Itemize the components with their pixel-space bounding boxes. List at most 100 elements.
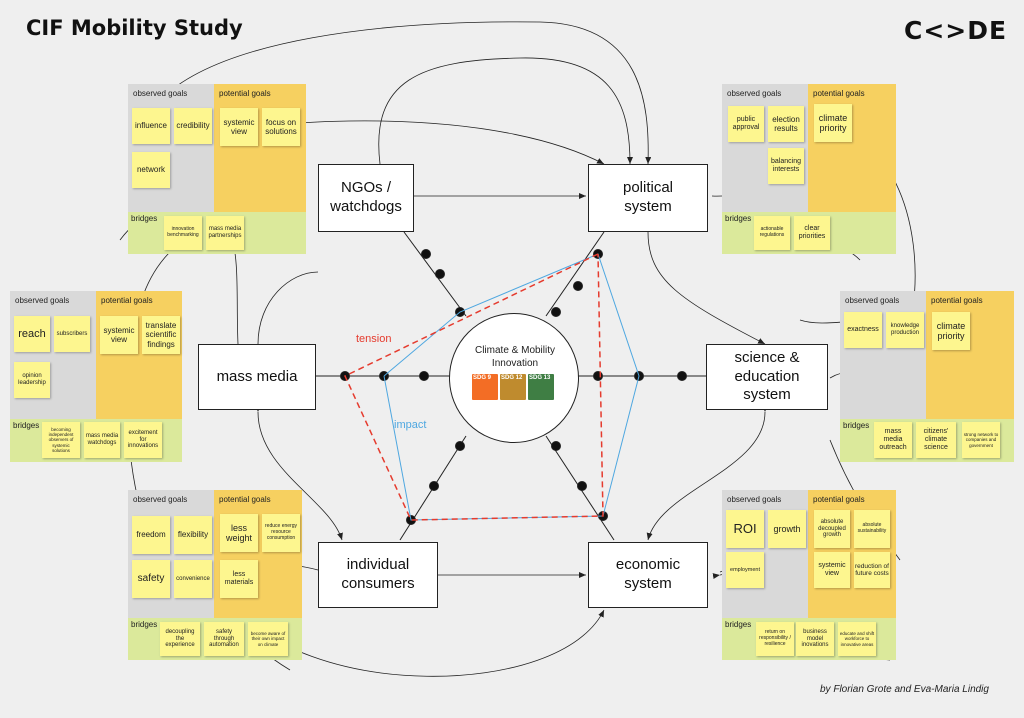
spoke-node bbox=[577, 481, 587, 491]
curve-science-economic bbox=[646, 404, 769, 541]
spoke-node bbox=[435, 269, 445, 279]
curve-political-science bbox=[644, 224, 766, 345]
potential-goals-label: potential goals bbox=[813, 89, 865, 98]
spoke-node bbox=[419, 371, 429, 381]
sticky-note: mass media partnerships bbox=[206, 216, 244, 250]
sticky-note: becoming independent observers of system… bbox=[42, 422, 80, 458]
potential-goals-label: potential goals bbox=[219, 495, 271, 504]
sticky-note: mass media outreach bbox=[874, 422, 912, 458]
sticky-note: safety bbox=[132, 560, 170, 598]
sticky-note: educate and shift workforce to innovativ… bbox=[838, 622, 876, 656]
observed-goals-label: observed goals bbox=[133, 495, 188, 504]
bridges-label: bridges bbox=[843, 421, 870, 430]
bridges-label: bridges bbox=[131, 214, 158, 223]
sticky-note: network bbox=[132, 152, 170, 188]
node-media[interactable]: mass media bbox=[198, 344, 316, 410]
sticky-note: focus on solutions bbox=[262, 108, 300, 146]
spoke-node bbox=[677, 371, 687, 381]
sticky-note: reduce energy resource consumption bbox=[262, 514, 300, 552]
sticky-note: public approval bbox=[728, 106, 764, 142]
potential-goals-label: potential goals bbox=[101, 296, 153, 305]
sticky-note: systemic view bbox=[100, 316, 138, 354]
curve-media-ngos bbox=[254, 271, 319, 352]
sticky-note: opinion leadership bbox=[14, 362, 50, 398]
spoke-node bbox=[551, 307, 561, 317]
sticky-note: climate priority bbox=[932, 312, 970, 350]
sticky-note: systemic view bbox=[814, 552, 850, 588]
node-science[interactable]: science & education system bbox=[706, 344, 828, 410]
sticky-note: exactness bbox=[844, 312, 882, 348]
sticky-note: freedom bbox=[132, 516, 170, 554]
sticky-note: convenience bbox=[174, 560, 212, 598]
page-title: CIF Mobility Study bbox=[26, 16, 243, 40]
sticky-note: return on responsibility / resilience bbox=[756, 622, 794, 656]
sticky-note: safety through automation bbox=[204, 622, 244, 656]
node-economic[interactable]: economic system bbox=[588, 542, 708, 608]
node-consumers[interactable]: individual consumers bbox=[318, 542, 438, 608]
sticky-note: climate priority bbox=[814, 104, 852, 142]
sticky-note: absolute decoupled growth bbox=[814, 510, 850, 548]
sticky-note: strong network to companies and governme… bbox=[962, 422, 1000, 458]
sticky-note: actionable regulations bbox=[754, 216, 790, 250]
observed-goals-label: observed goals bbox=[15, 296, 70, 305]
sticky-note: decoupling the experience bbox=[160, 622, 200, 656]
sdg-label: SDG 12 bbox=[501, 375, 523, 381]
code-logo: C<>DE bbox=[904, 16, 1008, 45]
arc-panel-to-political bbox=[159, 21, 652, 165]
potential-goals-label: potential goals bbox=[931, 296, 983, 305]
sticky-note: balancing interests bbox=[768, 148, 804, 184]
node-political[interactable]: political system bbox=[588, 164, 708, 232]
bridges-label: bridges bbox=[725, 214, 752, 223]
sdg-9-icon: SDG 9 bbox=[472, 374, 498, 400]
sdg-label: SDG 9 bbox=[473, 375, 492, 381]
bridges-label: bridges bbox=[725, 620, 752, 629]
sticky-note: translate scientific findings bbox=[142, 316, 180, 354]
sticky-note: election results bbox=[768, 106, 804, 142]
sticky-note: citizens' climate science bbox=[916, 422, 956, 458]
sticky-note: flexibility bbox=[174, 516, 212, 554]
sticky-note: reach bbox=[14, 316, 50, 352]
arc-ngos-political-top bbox=[377, 57, 633, 172]
sticky-note: employment bbox=[726, 552, 764, 588]
sdg-13-icon: SDG 13 bbox=[528, 374, 554, 400]
sticky-note: mass media watchdogs bbox=[84, 422, 120, 458]
impact-label: impact bbox=[394, 419, 427, 431]
potential-goals-label: potential goals bbox=[813, 495, 865, 504]
sticky-note: clear priorities bbox=[794, 216, 830, 250]
node-ngos[interactable]: NGOs / watchdogs bbox=[318, 164, 414, 232]
observed-goals-label: observed goals bbox=[133, 89, 188, 98]
sticky-note: reduction of future costs bbox=[854, 552, 890, 588]
sticky-note: become aware of their own impact on clim… bbox=[248, 622, 288, 656]
sticky-note: less materials bbox=[220, 560, 258, 598]
sticky-note: absolute sustainability bbox=[854, 510, 890, 548]
spoke-node bbox=[593, 371, 603, 381]
spoke-node bbox=[429, 481, 439, 491]
center-label: Climate & Mobility Innovation bbox=[474, 345, 556, 369]
sticky-note: innovation benchmarking bbox=[164, 216, 202, 250]
credit-text: by Florian Grote and Eva-Maria Lindig bbox=[820, 684, 989, 695]
spoke-node bbox=[455, 441, 465, 451]
sticky-note: ROI bbox=[726, 510, 764, 548]
observed-goals-label: observed goals bbox=[845, 296, 900, 305]
observed-goals-label: observed goals bbox=[727, 495, 782, 504]
spoke-node bbox=[573, 281, 583, 291]
sticky-note: excitement for innovations bbox=[124, 422, 162, 458]
spoke-node bbox=[421, 249, 431, 259]
sticky-note: growth bbox=[768, 510, 806, 548]
sdg-12-icon: SDG 12 bbox=[500, 374, 526, 400]
potential-goals-label: potential goals bbox=[219, 89, 271, 98]
sticky-note: influence bbox=[132, 108, 170, 144]
bridges-label: bridges bbox=[131, 620, 158, 629]
impact-line bbox=[383, 253, 640, 521]
sticky-note: credibility bbox=[174, 108, 212, 144]
sdg-label: SDG 13 bbox=[529, 375, 551, 381]
tension-label: tension bbox=[356, 333, 392, 345]
spoke-node bbox=[551, 441, 561, 451]
sticky-note: systemic view bbox=[220, 108, 258, 146]
sticky-note: subscribers bbox=[54, 316, 90, 352]
observed-goals-label: observed goals bbox=[727, 89, 782, 98]
sticky-note: less weight bbox=[220, 514, 258, 552]
sticky-note: business model inovations bbox=[796, 622, 834, 656]
curve-media-consumers bbox=[254, 404, 343, 541]
